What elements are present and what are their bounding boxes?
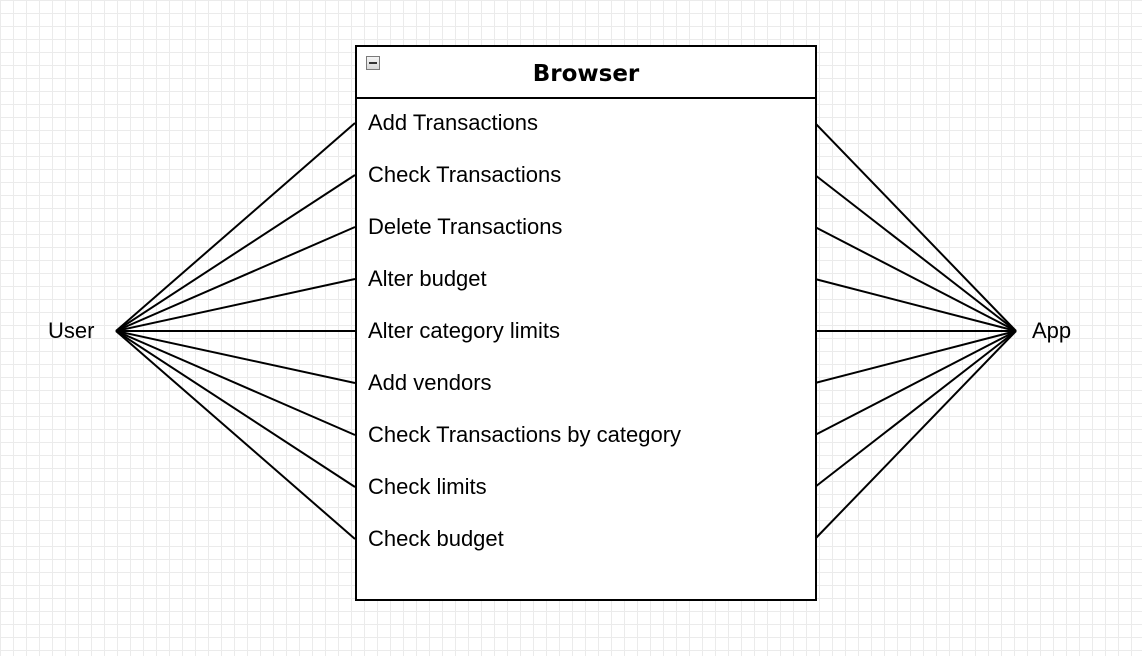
- user-association-line: [115, 330, 356, 384]
- app-association-line: [814, 174, 1017, 332]
- user-association-line: [115, 278, 356, 332]
- user-association-line: [115, 330, 356, 488]
- user-association-line: [115, 174, 356, 332]
- use-case-item[interactable]: Add Transactions: [368, 110, 538, 135]
- use-case-item[interactable]: Check Transactions by category: [368, 422, 682, 447]
- user-association-line: [115, 330, 356, 540]
- app-association-line: [814, 278, 1017, 332]
- user-association-line: [115, 330, 356, 436]
- user-association-line: [115, 122, 356, 332]
- app-association-line: [814, 330, 1017, 436]
- app-association-line: [814, 330, 1017, 384]
- use-case-item[interactable]: Alter budget: [368, 266, 487, 291]
- container-title: Browser: [532, 61, 640, 87]
- actor-app-label[interactable]: App: [1032, 318, 1072, 343]
- minus-square-icon[interactable]: [366, 56, 380, 70]
- use-case-item[interactable]: Check Transactions: [368, 162, 562, 187]
- browser-container[interactable]: Browser Add Transactions Check Transacti…: [355, 45, 817, 601]
- app-association-line: [814, 330, 1017, 488]
- use-case-item[interactable]: Add vendors: [368, 370, 492, 395]
- user-association-line: [115, 226, 356, 332]
- app-association-line: [814, 330, 1017, 540]
- container-header: Browser: [357, 47, 815, 99]
- app-association-line: [814, 226, 1017, 332]
- use-case-list: Add Transactions Check Transactions Dele…: [357, 99, 815, 567]
- use-case-item[interactable]: Alter category limits: [368, 318, 560, 343]
- app-association-line: [814, 122, 1017, 332]
- use-case-item[interactable]: Check limits: [368, 474, 487, 499]
- actor-user-label[interactable]: User: [48, 318, 95, 343]
- use-case-item[interactable]: Delete Transactions: [368, 214, 563, 239]
- use-case-item[interactable]: Check budget: [368, 526, 504, 551]
